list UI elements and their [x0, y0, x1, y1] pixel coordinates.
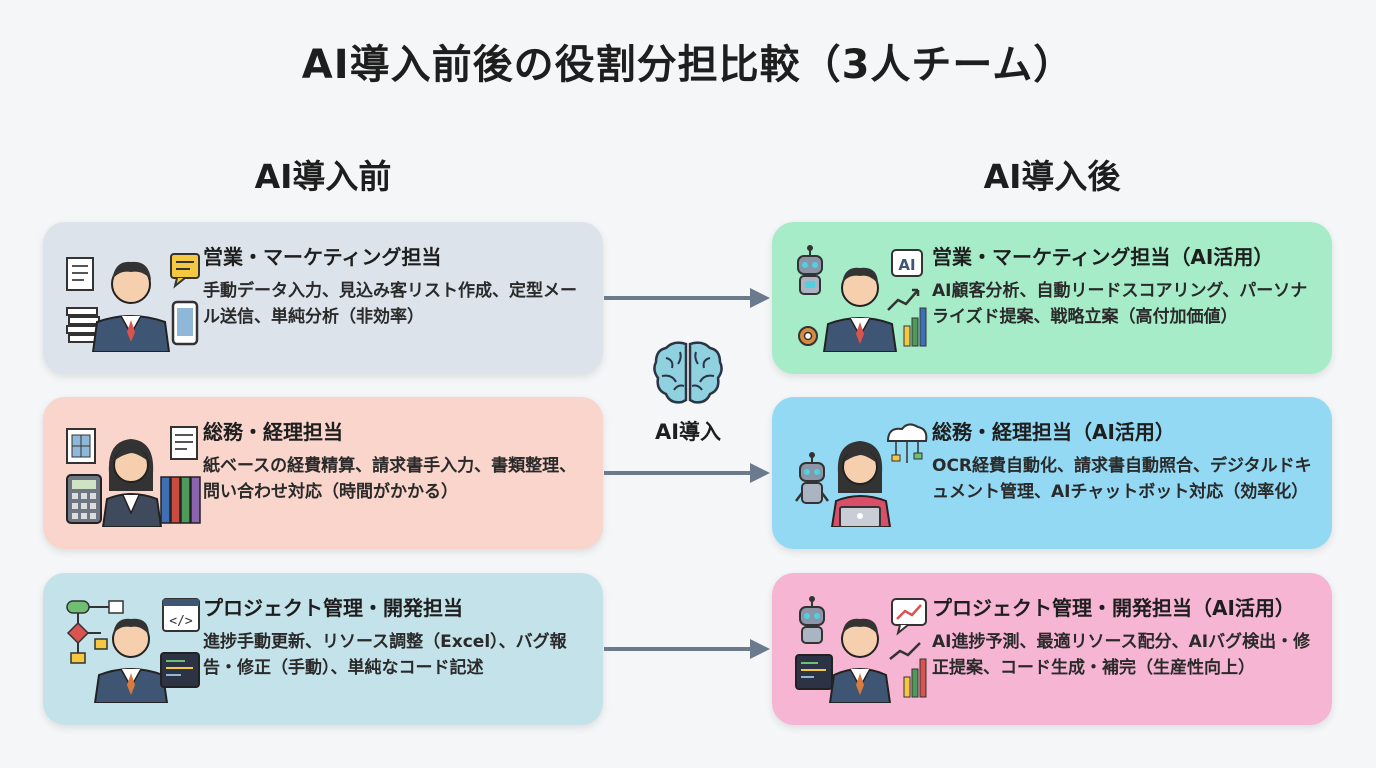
card-description: AI進捗予測、最適リソース配分、AIバグ検出・修正提案、コード生成・補完（生産性…	[932, 632, 1311, 678]
card-role: 総務・経理担当	[203, 420, 343, 444]
card-description: 紙ベースの経費精算、請求書手入力、書類整理、問い合わせ対応（時間がかかる）	[203, 456, 577, 502]
after-card-admin: 総務・経理担当（AI活用） OCR経費自動化、請求書自動照合、デジタルドキュメン…	[772, 397, 1332, 549]
arrow-right-icon	[604, 463, 770, 483]
card-description: 進捗手動更新、リソース調整（Excel）、バグ報告・修正（手動）、単純なコード記…	[203, 632, 567, 678]
ai-developer-analytics-icon	[795, 596, 927, 703]
before-card-admin: 総務・経理担当 紙ベースの経費精算、請求書手入力、書類整理、問い合わせ対応（時間…	[43, 397, 603, 549]
before-card-pm: </> プロジェクト管理・開発担当 進捗手動更新、リソース調整（Excel）、バ…	[43, 573, 603, 725]
code-tag-label: </>	[169, 614, 193, 629]
card-role: 営業・マーケティング担当（AI活用）	[932, 245, 1274, 269]
card-role: 総務・経理担当（AI活用）	[932, 420, 1175, 444]
card-role: 営業・マーケティング担当	[203, 245, 442, 269]
card-role: プロジェクト管理・開発担当	[203, 596, 463, 620]
arrow-right-icon	[604, 288, 770, 308]
card-description: OCR経費自動化、請求書自動照合、デジタルドキュメント管理、AIチャットボット対…	[932, 456, 1312, 502]
arrow-right-icon	[604, 639, 770, 659]
ai-chip-label: AI	[898, 256, 915, 274]
ai-transition: AI導入	[638, 336, 738, 466]
after-card-sales: AI 営業・マーケティング担当（AI活用） AI顧客分析、自動リードスコアリング…	[772, 222, 1332, 374]
ai-transition-label: AI導入	[654, 420, 722, 444]
ai-admin-laptop-icon	[795, 423, 928, 527]
card-description: AI顧客分析、自動リードスコアリング、パーソナライズド提案、戦略立案（高付加価値…	[932, 281, 1308, 327]
brain-icon	[653, 341, 723, 404]
office-worker-paperwork-icon	[66, 253, 200, 352]
before-heading: AI導入前	[254, 157, 392, 196]
page-title: AI導入前後の役割分担比較（3人チーム）	[301, 42, 1075, 88]
before-card-sales: 営業・マーケティング担当 手動データ入力、見込み客リスト作成、定型メール送信、単…	[43, 222, 603, 374]
ai-sales-robot-icon: AI	[797, 245, 927, 352]
after-heading: AI導入後	[983, 157, 1121, 196]
card-role: プロジェクト管理・開発担当（AI活用）	[932, 596, 1295, 620]
after-card-pm: プロジェクト管理・開発担当（AI活用） AI進捗予測、最適リソース配分、AIバグ…	[772, 573, 1332, 725]
accountant-calculator-icon	[66, 426, 201, 527]
developer-flowchart-icon: </>	[66, 598, 200, 703]
card-description: 手動データ入力、見込み客リスト作成、定型メール送信、単純分析（非効率）	[203, 281, 577, 327]
